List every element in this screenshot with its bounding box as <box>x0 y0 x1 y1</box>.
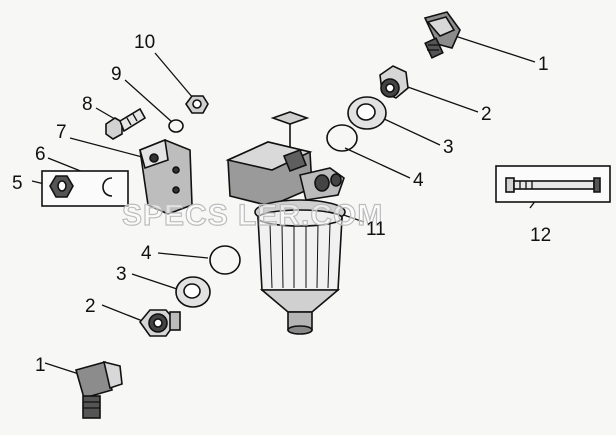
label-2-lower: 2 <box>85 296 96 317</box>
part-3-upper-washer <box>347 96 387 130</box>
label-3-upper: 3 <box>443 137 454 158</box>
part-2-upper-hex-fitting <box>379 65 409 99</box>
label-7: 7 <box>56 122 67 143</box>
label-10: 10 <box>134 32 155 53</box>
part-11-filter-assembly <box>225 111 346 335</box>
label-8: 8 <box>82 94 93 115</box>
label-9: 9 <box>111 64 122 85</box>
watermark-text: SPECS LER.COM <box>122 199 383 232</box>
label-1-lower: 1 <box>35 355 46 376</box>
label-5: 5 <box>12 173 23 194</box>
label-11: 11 <box>366 219 386 240</box>
label-3-lower: 3 <box>116 264 127 285</box>
part-1-upper-elbow-fitting <box>423 11 461 59</box>
part-10-nut <box>185 95 209 114</box>
part-2-lower-hex-fitting <box>138 309 181 337</box>
part-8-bolt <box>105 107 147 140</box>
part-7-bracket <box>139 138 193 215</box>
label-1-upper: 1 <box>538 54 549 75</box>
part-5-6-nut-and-clip-box <box>41 170 129 207</box>
part-9-spring-washer <box>168 119 184 133</box>
label-12: 12 <box>530 225 551 246</box>
label-4-upper: 4 <box>413 170 424 191</box>
part-4-lower-o-ring <box>209 245 241 275</box>
part-4-upper-o-ring <box>326 124 358 152</box>
part-1-lower-elbow-fitting <box>75 360 123 419</box>
part-12-long-bolt-box <box>495 165 611 203</box>
part-3-lower-washer <box>175 276 211 308</box>
label-6: 6 <box>35 144 46 165</box>
label-4-lower: 4 <box>141 243 152 264</box>
label-2-upper: 2 <box>481 104 492 125</box>
part-labels: 1 2 3 4 5 6 7 8 9 10 11 12 1 2 3 4 <box>12 32 551 376</box>
